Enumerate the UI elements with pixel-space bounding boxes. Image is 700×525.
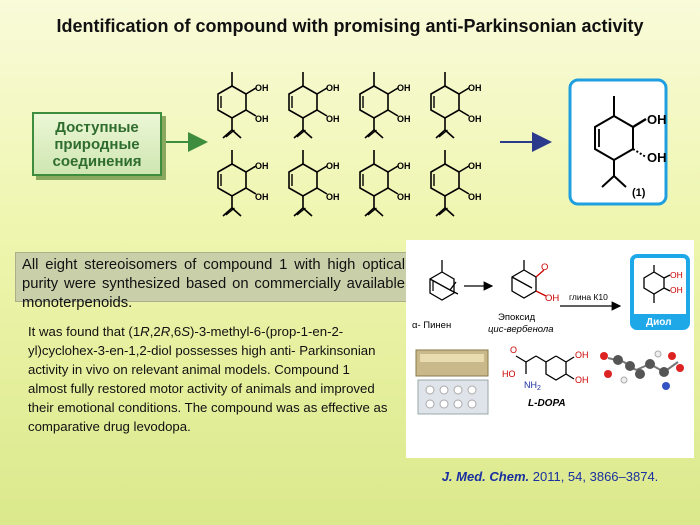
product-structure: OH OH [594,96,667,188]
diol-label-bg [632,314,688,328]
oh-label: OH [326,161,340,171]
ldopa-oh-2: OH [575,375,589,385]
pinene-label: α- Пинен [412,320,451,331]
isomer-8: OH OH [430,149,482,217]
ldopa-ho: HO [502,369,516,379]
pinene-structure [429,260,459,301]
oh-label: OH [468,83,482,93]
reagent-label: глина К10 [569,292,608,302]
oh-label: OH [326,114,340,124]
product-oh-1: OH [647,112,667,127]
oh-label: OH [468,161,482,171]
summary-box: All eight stereoisomers of compound 1 wi… [15,252,412,311]
ldopa-o: O [510,345,517,355]
oh-label: OH [397,161,411,171]
isomer-5: OH OH [217,149,269,217]
synthesis-panel: α- Пинен O OH Эпоксид цис-вербенола глин… [406,240,694,458]
oh-label: OH [326,83,340,93]
oh-label: OH [397,192,411,202]
stereoisomer-scheme: OH OH OH OH OH OH OH OH OH OH OH OH OH O… [160,71,668,217]
product-box [568,78,668,206]
stereo-descriptor: R [140,324,150,339]
oh-label: OH [397,83,411,93]
stereo-descriptor: S [181,324,191,339]
epoxide-label-1: Эпоксид [498,312,536,323]
source-line-2: природные [54,135,140,153]
molecule-3d-model [600,350,684,390]
text-part: It was found that (1 [28,324,141,339]
oh-label: OH [255,161,269,171]
ldopa-label: L-DOPA [528,398,566,409]
epoxide-structure [511,260,547,299]
epoxide-oh: OH [545,293,559,304]
oh-label: OH [397,114,411,124]
epoxide-label-2: цис-вербенола [488,324,554,335]
ldopa-oh-1: OH [575,350,589,360]
product-oh-2: OH [647,150,667,165]
source-line-1: Доступные [55,118,139,136]
isomer-1: OH OH [217,71,269,139]
isomer-7: OH OH [359,149,411,217]
source-line-3: соединения [52,152,142,170]
oh-label: OH [255,192,269,202]
isomer-2: OH OH [288,71,340,139]
text-part: ,2 [149,324,161,339]
diol-oh-1: OH [670,270,683,280]
natural-compounds-box: Доступные природные соединения [32,112,162,176]
journal-name: J. Med. Chem. [441,469,530,484]
text-part: ,6 [170,324,182,339]
slide-title: Identification of compound with promisin… [56,16,644,36]
text-part: )-3-methyl-6-(prop-1-en-2-yl)cyclohex-3-… [28,324,388,434]
journal-details: 2011, 54, 3866–3874. [532,469,659,484]
journal-reference: J. Med. Chem. 2011, 54, 3866–3874. [406,469,694,484]
isomer-6: OH OH [288,149,340,217]
diol-structure [643,265,671,303]
isomer-3: OH OH [359,71,411,139]
isomer-4: OH OH [430,71,482,139]
oh-label: OH [255,114,269,124]
findings-text: It was found that (1R,2R,6S)-3-methyl-6-… [28,322,388,436]
oh-label: OH [255,83,269,93]
diol-label: Диол [646,317,671,328]
stereo-descriptor: R [160,324,171,339]
oh-label: OH [468,114,482,124]
diol-oh-2: OH [670,285,683,295]
epoxide-o: O [541,262,548,273]
oh-label: OH [468,192,482,202]
oh-label: OH [326,192,340,202]
pill-pack-image [415,349,489,415]
ldopa-structure [515,355,575,381]
ldopa-nh2: NH2 [524,380,541,392]
compound-label: (1) [632,187,646,199]
